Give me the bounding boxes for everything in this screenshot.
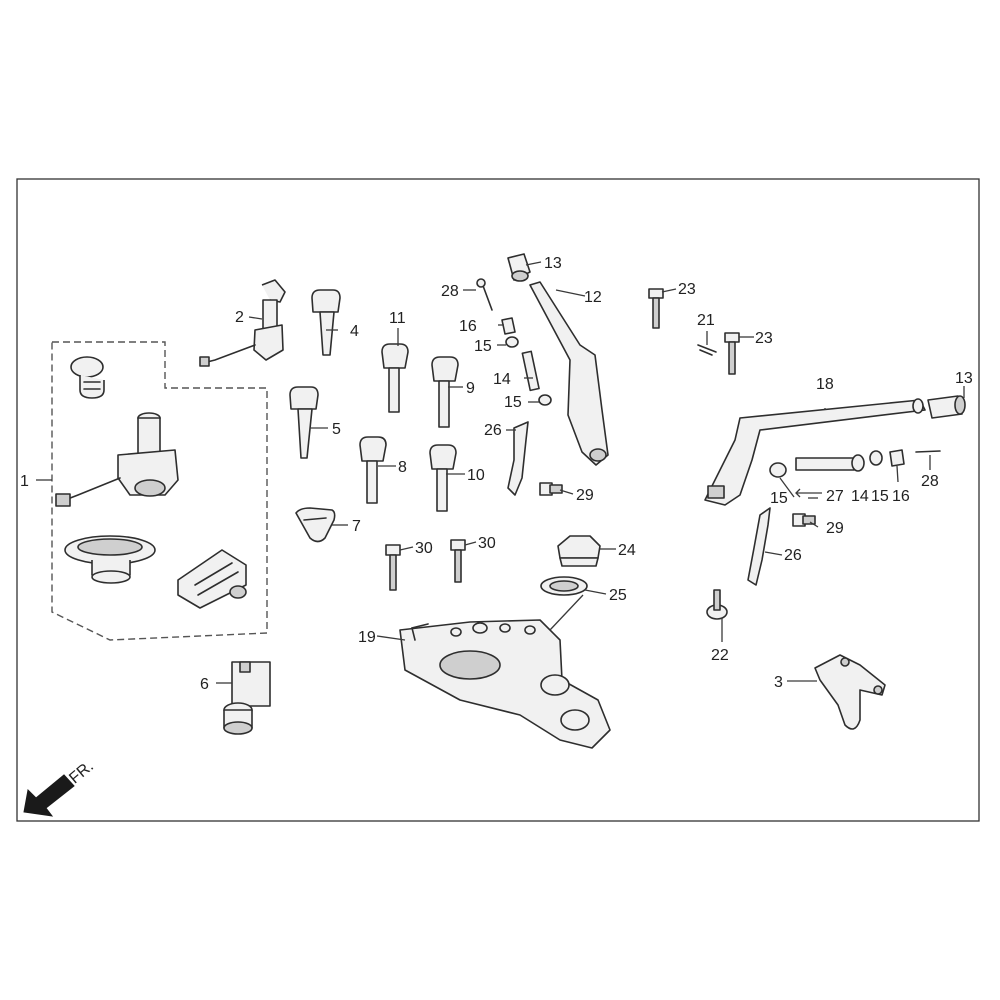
washer-15b [538, 394, 552, 406]
kit-group-outline [51, 341, 268, 641]
ignition-switch-2 [199, 279, 286, 367]
callout-26b: 26 [784, 547, 802, 564]
screw-22 [706, 589, 728, 620]
callout-14a: 14 [493, 371, 511, 388]
callout-2: 2 [235, 309, 244, 326]
washer-15a [505, 336, 519, 348]
bushing-14 [521, 350, 540, 392]
callout-15d: 15 [871, 488, 889, 505]
leader-lines [36, 261, 965, 684]
side-stand-12 [529, 281, 609, 466]
callout-27: 27 [826, 488, 844, 505]
callout-24: 24 [618, 542, 636, 559]
callout-3: 3 [774, 674, 783, 691]
callout-15c: 15 [770, 490, 788, 507]
callout-16a: 16 [459, 318, 477, 335]
emblem-7 [295, 507, 336, 543]
collar-16b [889, 449, 905, 467]
bushing-14b [851, 454, 865, 472]
pin-28b [915, 450, 941, 453]
callout-29a: 29 [576, 487, 594, 504]
bracket-19 [399, 619, 611, 749]
callout-labels: 1 2 3 4 5 6 7 8 9 10 11 12 13 13 14 14 1… [20, 255, 973, 693]
key-8 [359, 436, 387, 504]
callout-14b: 14 [851, 488, 869, 505]
cap-24 [557, 535, 601, 567]
callout-8: 8 [398, 459, 407, 476]
callout-19: 19 [358, 629, 376, 646]
key-11 [381, 343, 409, 413]
callout-10: 10 [467, 467, 485, 484]
callout-30b: 30 [478, 535, 496, 552]
collar-16 [501, 317, 516, 335]
shaft-27-marker [795, 488, 822, 498]
spring-26b [747, 507, 771, 586]
bolt-29a [539, 482, 563, 496]
front-direction-indicator: FR. [23, 758, 97, 817]
key-10 [429, 444, 457, 512]
bolt-29b [792, 513, 816, 527]
sensor-6 [223, 661, 271, 735]
diagram-frame [16, 178, 980, 822]
pin-28 [476, 278, 493, 311]
callout-26a: 26 [484, 422, 502, 439]
bolt-23b [724, 332, 740, 375]
callout-21: 21 [697, 312, 715, 329]
callout-13b: 13 [955, 370, 973, 387]
callout-29b: 29 [826, 520, 844, 537]
callout-4: 4 [350, 323, 359, 340]
ring-25 [540, 576, 588, 596]
callout-25: 25 [609, 587, 627, 604]
bracket-3 [814, 654, 886, 730]
callout-7: 7 [352, 518, 361, 535]
callout-12: 12 [584, 289, 602, 306]
fuel-tank-cap-part [64, 535, 156, 584]
fuel-cap-bolt-part [70, 356, 105, 399]
spring-26a [507, 421, 529, 496]
callout-23a: 23 [678, 281, 696, 298]
key-4 [311, 289, 341, 356]
main-ignition-switch-part [55, 412, 179, 507]
callout-28b: 28 [921, 473, 939, 490]
callout-18: 18 [816, 376, 834, 393]
stand-rubber-13b [927, 395, 966, 419]
callout-6: 6 [200, 676, 209, 693]
washer-15c [769, 462, 787, 478]
callout-30a: 30 [415, 540, 433, 557]
callout-15a: 15 [474, 338, 492, 355]
callout-9: 9 [466, 380, 475, 397]
callout-22: 22 [711, 647, 729, 664]
callout-13a: 13 [544, 255, 562, 272]
callout-23b: 23 [755, 330, 773, 347]
bolt-23a [648, 288, 664, 329]
key-5 [289, 386, 319, 459]
clip-21 [697, 344, 717, 356]
callout-15b: 15 [504, 394, 522, 411]
shaft-27 [795, 457, 855, 471]
bolt-30b [450, 539, 466, 583]
callout-28a: 28 [441, 283, 459, 300]
seat-lock-part [177, 549, 247, 609]
callout-16b: 16 [892, 488, 910, 505]
main-stand-18 [704, 398, 926, 506]
key-9 [431, 356, 459, 428]
callout-11: 11 [389, 310, 406, 327]
bolt-30a [385, 544, 401, 591]
callout-1: 1 [20, 473, 29, 490]
front-arrow-icon [23, 774, 75, 817]
callout-5: 5 [332, 421, 341, 438]
stand-rubber-13 [507, 253, 531, 282]
washer-15d [869, 450, 883, 466]
